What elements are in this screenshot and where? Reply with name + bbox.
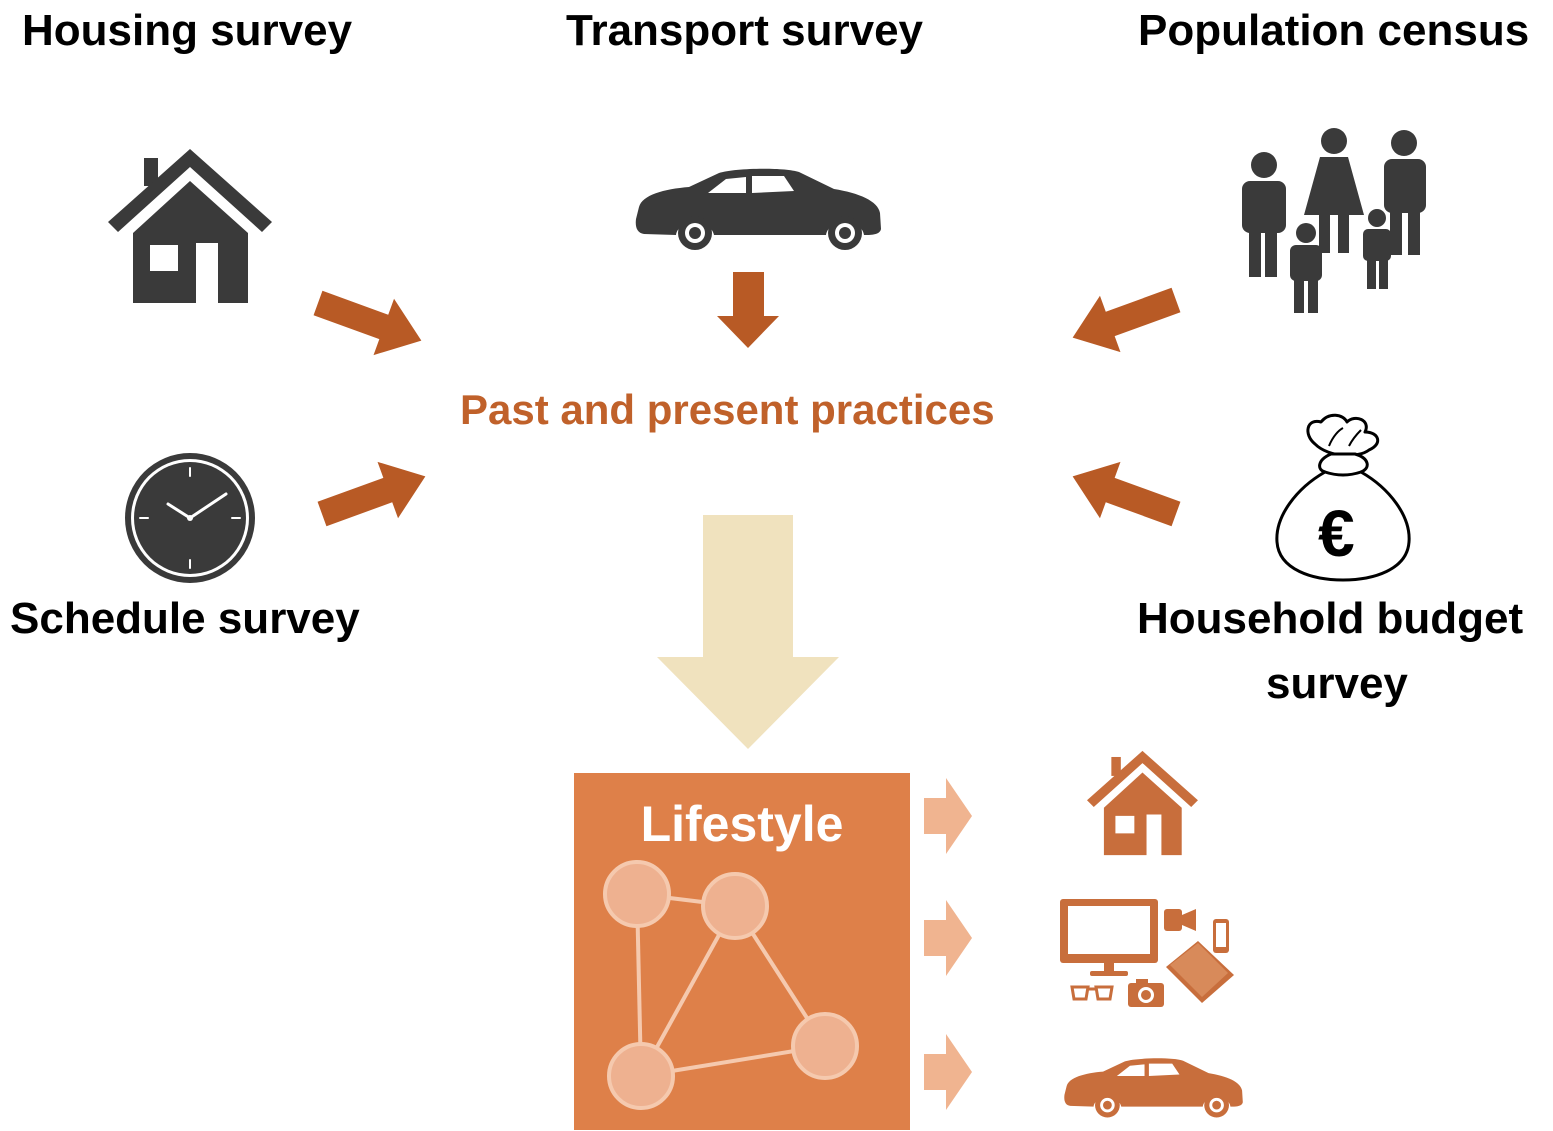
transport-survey-label: Transport survey [566, 6, 924, 55]
house-icon [108, 149, 272, 303]
output-arrow-3 [924, 1034, 972, 1110]
network-node [607, 1042, 675, 1110]
output-arrow-2 [924, 900, 972, 976]
euro-symbol: € [1318, 496, 1355, 570]
schedule-survey-label: Schedule survey [10, 594, 360, 643]
network-node [701, 872, 769, 940]
network-node [791, 1012, 859, 1080]
housing-survey-label: Housing survey [22, 6, 353, 55]
practices-label: Past and present practices [460, 386, 995, 433]
network-graph [603, 860, 859, 1110]
network-node [603, 860, 671, 928]
lifestyle-title: Lifestyle [640, 796, 844, 852]
output-devices-icon [1060, 899, 1234, 1007]
output-car-icon [1064, 1058, 1243, 1118]
household-budget-label-line1: Household budget [1137, 594, 1524, 643]
money-bag-icon [1275, 413, 1411, 582]
population-census-label: Population census [1138, 6, 1530, 55]
output-arrow-1 [924, 778, 972, 854]
output-house-icon [1087, 750, 1198, 856]
lifestyle-box: Lifestyle [574, 773, 910, 1130]
car-icon [635, 168, 881, 250]
clock-icon [125, 453, 255, 583]
household-budget-label-line2: survey [1266, 659, 1408, 708]
big-down-arrow [657, 515, 839, 749]
family-icon [1242, 128, 1426, 313]
